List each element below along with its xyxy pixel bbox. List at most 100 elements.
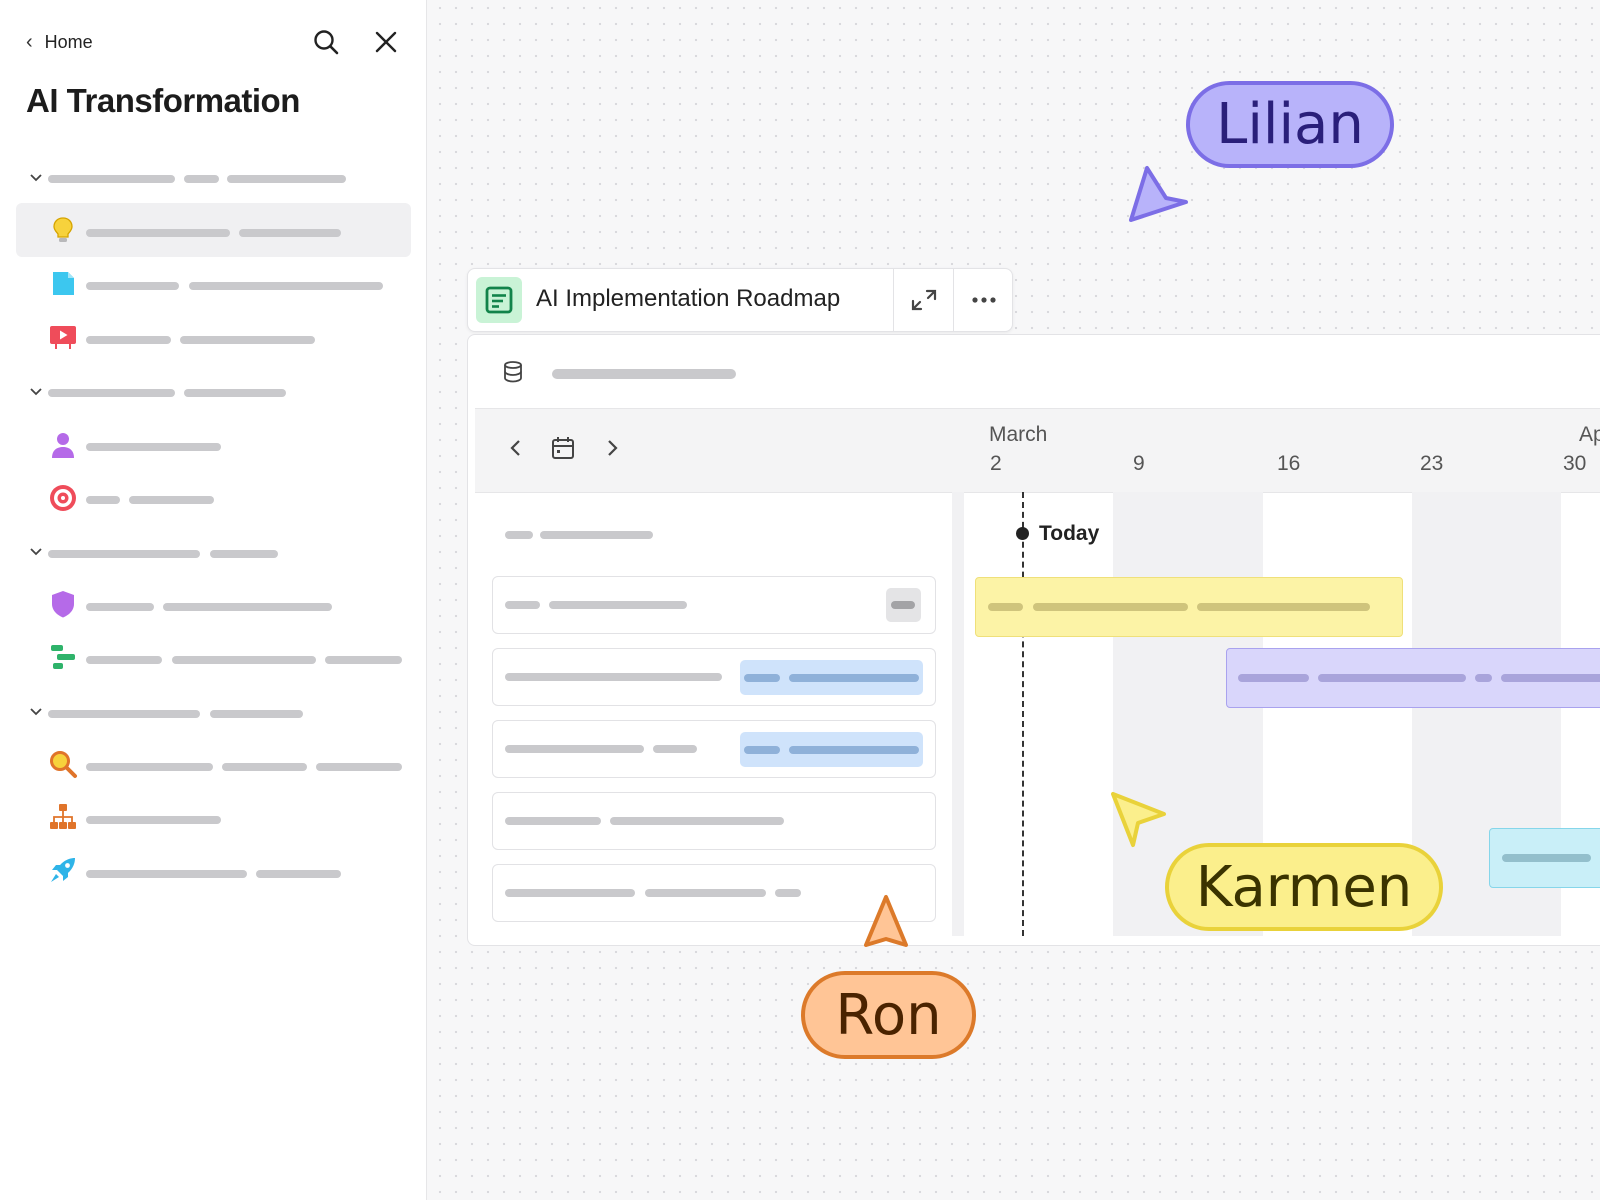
task-name bbox=[505, 673, 722, 681]
table-row[interactable] bbox=[492, 720, 936, 778]
lightbulb-icon bbox=[53, 217, 73, 242]
list-item-text[interactable] bbox=[86, 603, 154, 611]
list-item-text[interactable] bbox=[86, 870, 247, 878]
chevron-down-icon[interactable] bbox=[28, 704, 44, 720]
rocket-icon bbox=[51, 858, 75, 882]
cursor-arrow-icon bbox=[1111, 792, 1166, 847]
close-button[interactable] bbox=[370, 26, 402, 58]
cursor-label-ron: Ron bbox=[801, 971, 976, 1059]
status-tag[interactable] bbox=[740, 732, 923, 767]
cursor-label-karmen: Karmen bbox=[1165, 843, 1443, 931]
status-tag-text bbox=[891, 601, 915, 609]
status-tag-text bbox=[789, 674, 919, 682]
list-item-text[interactable] bbox=[222, 763, 307, 771]
document-icon bbox=[53, 272, 74, 295]
section-header-placeholder bbox=[184, 389, 286, 397]
task-name bbox=[549, 601, 687, 609]
chevron-down-icon[interactable] bbox=[28, 170, 44, 186]
status-tag-text bbox=[789, 746, 919, 754]
chevron-down-icon[interactable] bbox=[28, 384, 44, 400]
list-item-text[interactable] bbox=[86, 816, 221, 824]
home-label: Home bbox=[44, 31, 93, 52]
chevron-left-icon: ‹ bbox=[26, 31, 33, 53]
bar-label bbox=[1475, 674, 1492, 682]
list-item-text[interactable] bbox=[239, 229, 341, 237]
search-button[interactable] bbox=[310, 26, 342, 58]
list-item-text[interactable] bbox=[256, 870, 341, 878]
status-tag[interactable] bbox=[886, 588, 921, 622]
table-row[interactable] bbox=[492, 648, 936, 706]
task-name bbox=[653, 745, 697, 753]
search-icon bbox=[314, 30, 339, 55]
back-to-home-link[interactable]: ‹ Home bbox=[26, 26, 93, 58]
chevron-right-icon[interactable] bbox=[597, 433, 627, 463]
list-item-text[interactable] bbox=[86, 282, 179, 290]
bar-label bbox=[1033, 603, 1188, 611]
task-name bbox=[505, 889, 635, 897]
task-name bbox=[505, 745, 644, 753]
list-item-text[interactable] bbox=[86, 496, 120, 504]
list-item-text[interactable] bbox=[86, 763, 213, 771]
more-options-button[interactable] bbox=[953, 269, 1013, 331]
gantt-bar[interactable] bbox=[1489, 828, 1600, 888]
data-source-label[interactable] bbox=[552, 369, 736, 379]
status-tag-text bbox=[744, 674, 780, 682]
table-row[interactable] bbox=[492, 864, 936, 922]
task-name bbox=[505, 817, 601, 825]
org-chart-icon bbox=[50, 804, 76, 829]
expand-button[interactable] bbox=[893, 269, 954, 331]
page-title: AI Transformation bbox=[26, 82, 300, 119]
calendar-icon[interactable] bbox=[548, 433, 578, 463]
list-item-text[interactable] bbox=[86, 443, 221, 451]
bar-label bbox=[988, 603, 1023, 611]
section-header-placeholder bbox=[210, 550, 278, 558]
database-icon bbox=[504, 361, 522, 383]
today-line bbox=[1022, 492, 1024, 936]
list-item-text[interactable] bbox=[86, 229, 230, 237]
month-label: March bbox=[989, 423, 1048, 446]
week-column bbox=[952, 492, 964, 936]
table-row[interactable] bbox=[492, 792, 936, 850]
expand-icon bbox=[911, 289, 937, 311]
gantt-bar[interactable] bbox=[975, 577, 1403, 637]
day-label: 2 bbox=[990, 452, 1002, 475]
section-header-placeholder bbox=[48, 550, 200, 558]
task-name bbox=[645, 889, 766, 897]
list-item-text[interactable] bbox=[316, 763, 402, 771]
list-item-text[interactable] bbox=[325, 656, 402, 664]
timeline-icon bbox=[51, 645, 75, 669]
list-item-text[interactable] bbox=[180, 336, 315, 344]
next-month-label: Ap bbox=[1579, 423, 1600, 446]
list-item-text[interactable] bbox=[86, 336, 171, 344]
gantt-bar[interactable] bbox=[1226, 648, 1600, 708]
doc-header: AI Implementation Roadmap bbox=[467, 268, 1013, 332]
magnifier-icon bbox=[50, 751, 77, 778]
doc-title[interactable]: AI Implementation Roadmap bbox=[536, 285, 841, 312]
task-name bbox=[505, 601, 540, 609]
list-item-text[interactable] bbox=[86, 656, 162, 664]
list-item-text[interactable] bbox=[163, 603, 332, 611]
status-tag[interactable] bbox=[740, 660, 923, 695]
list-item-text[interactable] bbox=[189, 282, 383, 290]
task-name bbox=[610, 817, 784, 825]
target-icon bbox=[50, 485, 76, 511]
section-header-placeholder bbox=[48, 175, 175, 183]
day-label: 16 bbox=[1277, 452, 1301, 475]
status-tag-text bbox=[744, 746, 780, 754]
list-item-text[interactable] bbox=[172, 656, 316, 664]
cursor-arrow-icon bbox=[864, 895, 908, 947]
section-header-placeholder bbox=[48, 710, 200, 718]
today-label: Today bbox=[1039, 522, 1100, 545]
list-item-text[interactable] bbox=[129, 496, 214, 504]
section-header-placeholder bbox=[210, 710, 303, 718]
table-row[interactable] bbox=[492, 576, 936, 634]
person-icon bbox=[52, 433, 74, 458]
chevron-left-icon[interactable] bbox=[501, 433, 531, 463]
timeline-toolbar bbox=[475, 408, 1600, 493]
cursor-label-lilian: Lilian bbox=[1186, 81, 1394, 168]
bar-label bbox=[1501, 674, 1600, 682]
day-label: 23 bbox=[1420, 452, 1444, 475]
timeline-doc-icon bbox=[476, 277, 522, 323]
chevron-down-icon[interactable] bbox=[28, 544, 44, 560]
close-icon bbox=[375, 31, 397, 53]
